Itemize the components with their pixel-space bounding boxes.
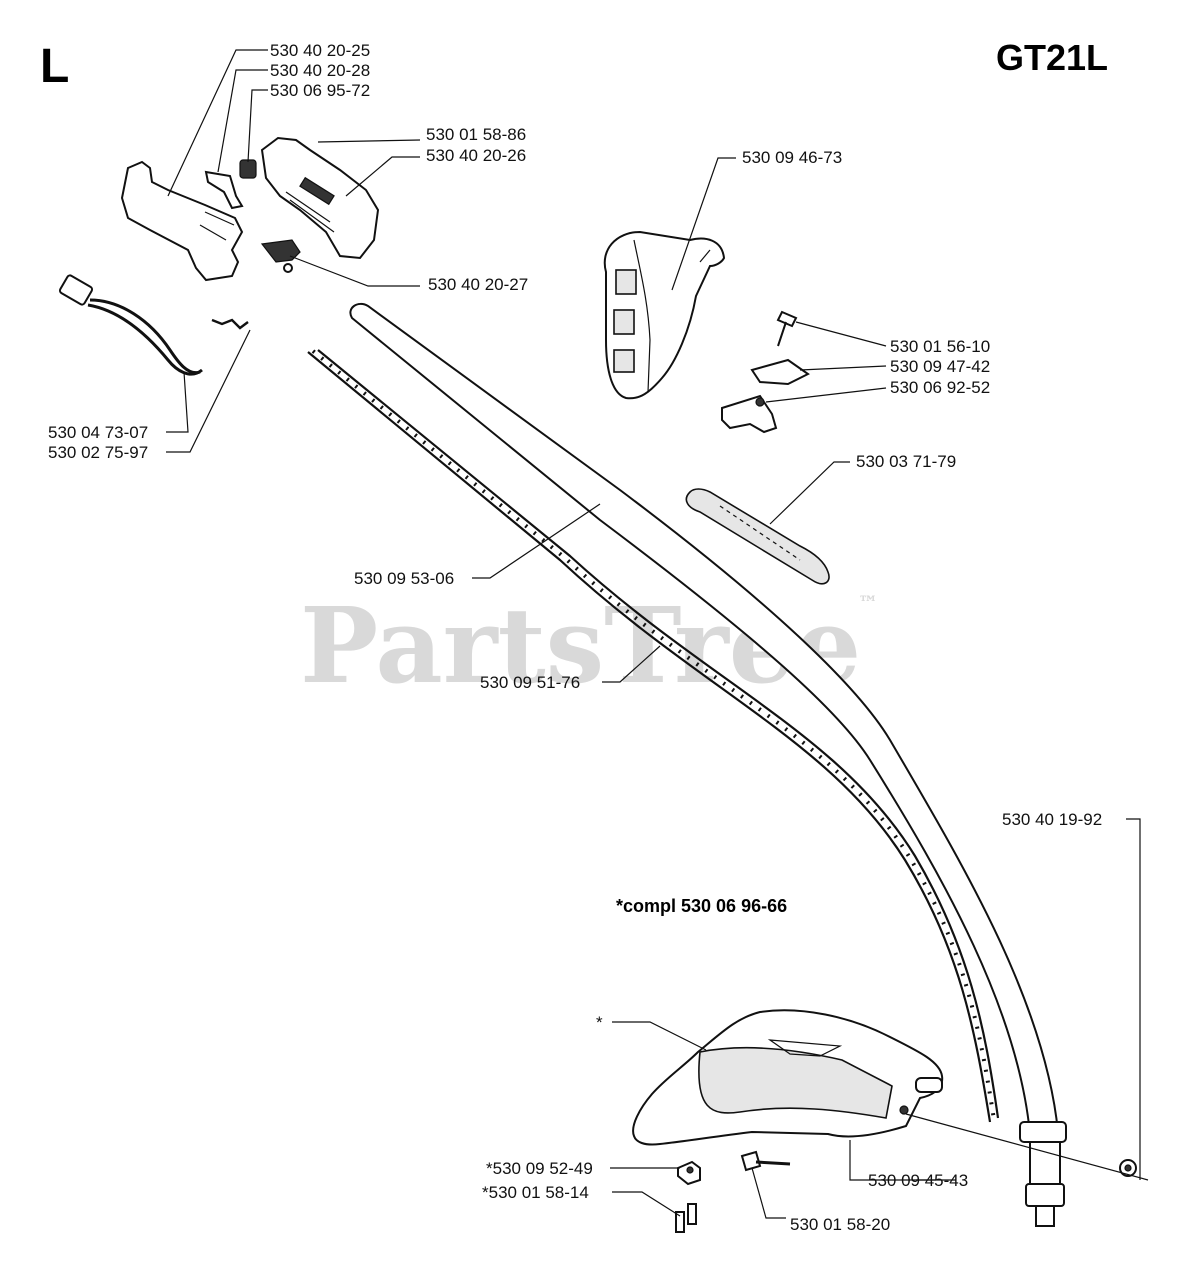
part-label-p18[interactable]: *530 09 52-49	[486, 1159, 593, 1178]
part-label-p5[interactable]: 530 40 20-26	[426, 146, 526, 165]
guard-screws	[675, 1203, 697, 1233]
shaft-tube	[349, 302, 1060, 1136]
wing-nut	[1119, 1159, 1137, 1177]
trimmer-guard	[632, 1009, 944, 1146]
part-label-p21[interactable]: 530 01 58-20	[790, 1215, 890, 1234]
handle-half-right	[260, 136, 380, 260]
leader-lines	[166, 49, 1149, 1219]
part-label-p16[interactable]: 530 40 19-92	[1002, 810, 1102, 829]
part-label-p12[interactable]: 530 06 92-52	[890, 378, 990, 397]
part-label-p13[interactable]: 530 03 71-79	[856, 452, 956, 471]
throttle-trigger	[204, 159, 257, 210]
stop-switch	[260, 239, 301, 273]
handle-half-left	[120, 160, 244, 282]
handle-screw	[776, 310, 798, 347]
part-label-p17[interactable]: *	[596, 1013, 603, 1032]
part-label-p11[interactable]: 530 09 47-42	[890, 357, 990, 376]
guard-bolt	[740, 1150, 791, 1172]
spring-clip	[211, 318, 249, 330]
watermark-trademark: ™	[858, 591, 878, 615]
drive-shaft	[307, 349, 1000, 1123]
front-handle	[603, 230, 726, 400]
guard-bracket	[677, 1160, 701, 1186]
part-label-p15[interactable]: 530 09 51-76	[480, 673, 580, 692]
handle-knob	[721, 394, 778, 434]
shaft-clamp	[1019, 1121, 1067, 1227]
part-label-p4[interactable]: 530 01 58-86	[426, 125, 526, 144]
model-title: GT21L	[996, 37, 1108, 78]
part-label-p8[interactable]: 530 02 75-97	[48, 443, 148, 462]
part-label-p14[interactable]: 530 09 53-06	[354, 569, 454, 588]
part-label-p7[interactable]: 530 04 73-07	[48, 423, 148, 442]
warning-decal	[685, 488, 830, 585]
part-label-p10[interactable]: 530 01 56-10	[890, 337, 990, 356]
part-label-p3[interactable]: 530 06 95-72	[270, 81, 370, 100]
assembly-note: *compl 530 06 96-66	[616, 896, 787, 916]
part-label-p6[interactable]: 530 40 20-27	[428, 275, 528, 294]
section-letter: L	[40, 40, 69, 93]
part-label-p9[interactable]: 530 09 46-73	[742, 148, 842, 167]
part-label-p1[interactable]: 530 40 20-25	[270, 41, 370, 60]
part-label-p19[interactable]: *530 01 58-14	[482, 1183, 589, 1202]
part-label-p2[interactable]: 530 40 20-28	[270, 61, 370, 80]
cable-with-plug	[58, 274, 203, 376]
handle-clamp	[750, 358, 810, 386]
part-label-p20[interactable]: 530 09 45-43	[868, 1171, 968, 1190]
